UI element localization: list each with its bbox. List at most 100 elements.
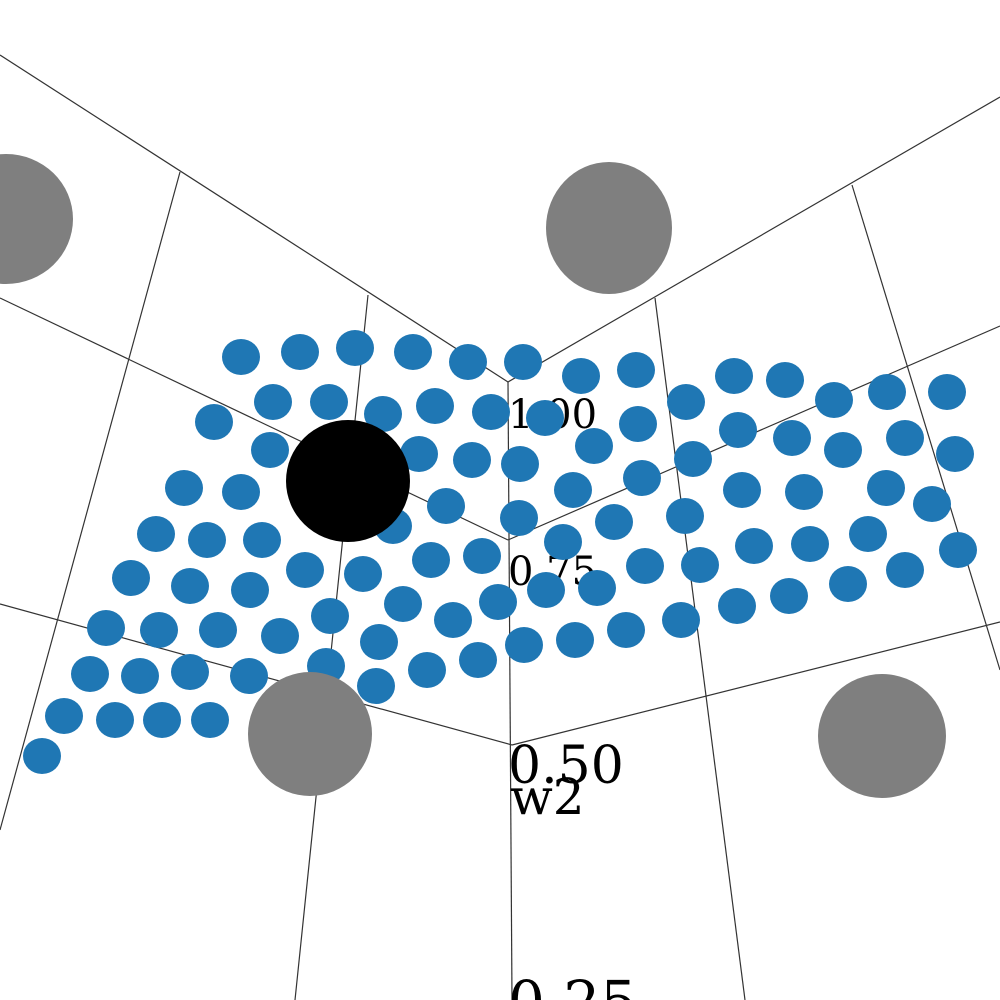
data-point-31 — [501, 446, 539, 482]
data-point-87 — [360, 624, 398, 660]
reference-point-1 — [0, 154, 73, 284]
data-point-43 — [554, 472, 592, 508]
highlight-layer — [286, 420, 410, 542]
data-point-33 — [674, 441, 712, 477]
data-point-8 — [617, 352, 655, 388]
data-point-19 — [526, 400, 564, 436]
data-point-72 — [199, 612, 237, 648]
grid-line-7 — [511, 621, 1000, 746]
reference-point-2 — [546, 162, 672, 294]
data-point-91 — [96, 702, 134, 738]
data-point-3 — [336, 330, 374, 366]
data-point-60 — [286, 552, 324, 588]
data-point-18 — [472, 394, 510, 430]
data-point-54 — [544, 524, 582, 560]
data-point-40 — [222, 474, 260, 510]
data-point-35 — [723, 472, 761, 508]
data-point-78 — [505, 627, 543, 663]
data-point-61 — [344, 556, 382, 592]
data-point-88 — [408, 652, 446, 688]
data-point-93 — [191, 702, 229, 738]
data-point-95 — [23, 738, 61, 774]
data-point-26 — [936, 436, 974, 472]
data-point-94 — [357, 668, 395, 704]
grid-line-4 — [0, 297, 509, 541]
grid-line-2 — [507, 96, 1000, 383]
data-point-83 — [121, 658, 159, 694]
data-point-49 — [939, 532, 977, 568]
data-point-17 — [416, 388, 454, 424]
data-point-85 — [230, 658, 268, 694]
grid-line-1 — [0, 54, 509, 383]
grid-line-11 — [851, 184, 1000, 671]
reference-point-4 — [818, 674, 946, 798]
highlight-point — [286, 420, 410, 542]
data-point-52 — [243, 522, 281, 558]
data-point-7 — [562, 358, 600, 394]
data-point-12 — [868, 374, 906, 410]
reference-points-layer — [0, 154, 946, 798]
data-point-2 — [281, 334, 319, 370]
data-point-38 — [913, 486, 951, 522]
data-point-68 — [829, 566, 867, 602]
data-point-64 — [527, 572, 565, 608]
data-point-62 — [412, 542, 450, 578]
data-point-22 — [719, 412, 757, 448]
data-point-69 — [886, 552, 924, 588]
data-point-57 — [112, 560, 150, 596]
data-point-29 — [400, 436, 438, 472]
data-point-44 — [595, 504, 633, 540]
data-point-16 — [364, 396, 402, 432]
data-point-21 — [619, 406, 657, 442]
data-point-70 — [87, 610, 125, 646]
data-point-1 — [222, 339, 260, 375]
data-point-89 — [459, 642, 497, 678]
data-point-81 — [662, 602, 700, 638]
z-axis-title: w2 — [510, 768, 585, 826]
data-point-37 — [867, 470, 905, 506]
data-point-5 — [449, 344, 487, 380]
grid-line-10 — [654, 297, 746, 1000]
data-point-34 — [623, 460, 661, 496]
data-point-77 — [479, 584, 517, 620]
data-point-10 — [766, 362, 804, 398]
grid-line-3 — [507, 381, 513, 1000]
data-point-42 — [500, 500, 538, 536]
data-point-24 — [824, 432, 862, 468]
points-layer — [23, 330, 977, 774]
data-point-20 — [667, 384, 705, 420]
z-tick-label-3: 0.50 — [508, 736, 624, 796]
data-point-51 — [188, 522, 226, 558]
data-point-41 — [427, 488, 465, 524]
z-tick-label-4: 0.25 — [508, 968, 637, 1000]
data-point-23 — [773, 420, 811, 456]
data-point-50 — [137, 516, 175, 552]
data-point-65 — [578, 570, 616, 606]
data-point-14 — [254, 384, 292, 420]
data-point-80 — [607, 612, 645, 648]
data-point-82 — [71, 656, 109, 692]
data-point-71 — [140, 612, 178, 648]
data-point-63 — [463, 538, 501, 574]
data-point-67 — [770, 578, 808, 614]
grid-line-9 — [294, 294, 369, 1000]
data-point-58 — [171, 568, 209, 604]
data-point-47 — [791, 526, 829, 562]
data-point-39 — [165, 470, 203, 506]
data-point-25 — [886, 420, 924, 456]
data-point-30 — [453, 442, 491, 478]
data-point-45 — [666, 498, 704, 534]
data-point-92 — [143, 702, 181, 738]
data-point-11 — [815, 382, 853, 418]
data-point-32 — [575, 428, 613, 464]
data-point-13 — [928, 374, 966, 410]
data-point-48 — [849, 516, 887, 552]
data-point-27 — [195, 404, 233, 440]
data-point-73 — [261, 618, 299, 654]
data-point-6 — [504, 344, 542, 380]
data-point-56 — [681, 547, 719, 583]
data-point-4 — [394, 334, 432, 370]
reference-point-3 — [248, 672, 372, 796]
